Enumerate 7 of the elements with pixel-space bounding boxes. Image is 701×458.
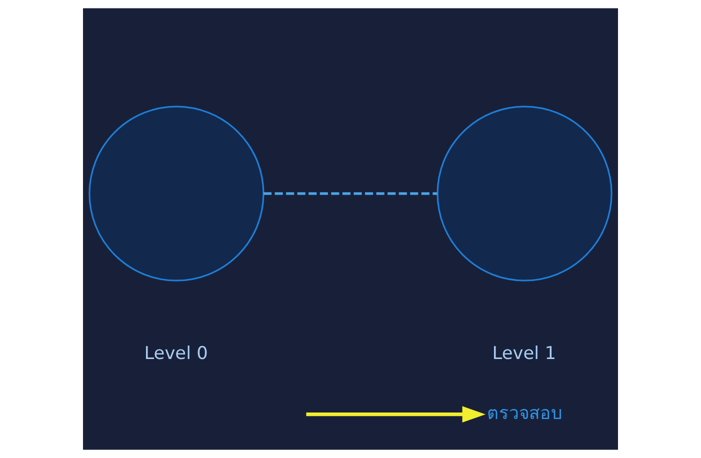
connector <box>263 192 438 195</box>
node-label: Level 1 <box>492 344 556 364</box>
node-label: Level 0 <box>144 344 208 364</box>
node-circle <box>88 106 264 282</box>
arrow <box>306 406 486 422</box>
node-circle <box>436 106 612 282</box>
node-text: ตรวจสอบ <box>487 404 562 424</box>
